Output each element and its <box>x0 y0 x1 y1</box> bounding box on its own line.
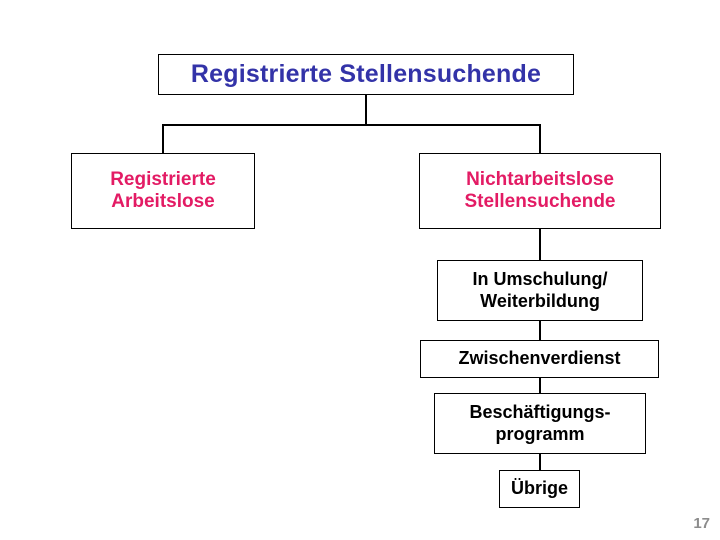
node-label-line1: In Umschulung/ <box>472 269 608 290</box>
connector-title-stem <box>365 95 367 125</box>
connector-split-bar <box>162 124 541 126</box>
node-label-line1: Registrierte <box>110 168 216 190</box>
node-label-line2: Stellensuchende <box>464 191 616 212</box>
connector-chain-beschaeftigungsprogramm <box>539 378 541 394</box>
node-beschaeftigungsprogramm: Beschäftigungs- programm <box>434 393 646 454</box>
node-label: Registrierte Arbeitslose <box>110 169 216 214</box>
page-number: 17 <box>693 515 710 532</box>
node-registrierte-arbeitslose: Registrierte Arbeitslose <box>71 153 255 229</box>
connector-drop-right <box>539 124 541 154</box>
node-nichtarbeitslose-stellensuchende: Nichtarbeitslose Stellensuchende <box>419 153 661 229</box>
node-label-line2: Arbeitslose <box>111 191 215 212</box>
node-label: Beschäftigungs- programm <box>469 402 610 444</box>
node-zwischenverdienst: Zwischenverdienst <box>420 340 659 378</box>
node-label: In Umschulung/ Weiterbildung <box>473 269 608 311</box>
connector-drop-left <box>162 124 164 154</box>
node-label: Zwischenverdienst <box>458 348 621 369</box>
node-uebrige: Übrige <box>499 470 580 508</box>
node-label: Nichtarbeitslose Stellensuchende <box>465 169 616 214</box>
node-in-umschulung-weiterbildung: In Umschulung/ Weiterbildung <box>437 260 643 321</box>
node-label-line1: Nichtarbeitslose <box>466 168 614 190</box>
node-label-line1: Beschäftigungs- <box>469 402 611 423</box>
node-label-line2: programm <box>495 423 585 444</box>
node-label-line2: Weiterbildung <box>480 290 600 311</box>
node-registrierte-stellensuchende: Registrierte Stellensuchende <box>158 54 574 95</box>
connector-chain-uebrige <box>539 454 541 471</box>
connector-chain-umschulung <box>539 229 541 261</box>
node-label: Registrierte Stellensuchende <box>190 59 542 88</box>
node-label: Übrige <box>510 478 568 499</box>
connector-chain-zwischenverdienst <box>539 321 541 341</box>
